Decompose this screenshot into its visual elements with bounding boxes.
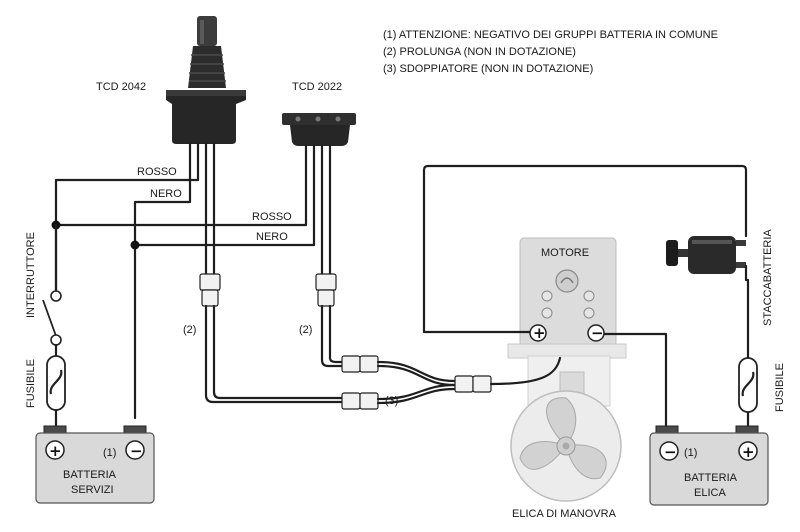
marker-extension-left: (2) <box>183 324 196 336</box>
motor-terminal-positive: + <box>529 324 547 342</box>
extension-cable-left <box>212 304 344 400</box>
svg-text:+: + <box>742 443 755 461</box>
note-3: (3) SDOPPIATORE (NON IN DOTAZIONE) <box>383 63 593 75</box>
joystick-tcd2042: TCD 2042 <box>96 16 246 144</box>
marker-extension-right: (2) <box>299 324 312 336</box>
propeller-blade <box>546 397 577 447</box>
motor-control-cable <box>489 356 562 386</box>
wire-switch-to-fuse <box>744 264 750 360</box>
propeller: ELICA DI MANOVRA <box>510 371 622 520</box>
motor-terminal-negative: − <box>587 324 605 342</box>
wire-motor-negative <box>594 332 668 430</box>
splitter-connector-lower <box>341 392 379 410</box>
battery-propeller-plus: + <box>738 441 758 461</box>
joystick-boot <box>188 46 226 88</box>
motor-bolt-icon <box>583 290 595 302</box>
wire-motor-positive <box>422 164 748 334</box>
propeller-blade <box>565 444 607 480</box>
propeller-label: ELICA DI MANOVRA <box>512 508 617 520</box>
label-fusibile-right: FUSIBILE <box>774 363 786 412</box>
battery-switch <box>666 236 746 274</box>
notes: (1) ATTENZIONE: NEGATIVO DEI GRUPPI BATT… <box>383 29 718 75</box>
battery-services-body <box>35 432 155 504</box>
extension-cable-right <box>320 304 344 368</box>
label-staccabatteria: STACCABATTERIA <box>762 229 774 326</box>
label-rosso-1: ROSSO <box>137 166 177 178</box>
battery-services-minus: − <box>125 440 145 460</box>
motor-bolt-icon <box>583 307 595 319</box>
splitter-cable <box>376 387 457 405</box>
svg-text:−: − <box>591 324 604 342</box>
label-interruttore: INTERRUTTORE <box>25 232 37 318</box>
battery-services-line1: BATTERIA <box>63 469 117 481</box>
battery-services: + − (1) BATTERIA SERVIZI <box>35 425 155 504</box>
interruttore-switch[interactable] <box>42 290 62 346</box>
battery-switch-body <box>688 236 736 274</box>
panel-body <box>290 125 350 146</box>
svg-text:+: + <box>49 442 62 460</box>
svg-text:+: + <box>533 324 546 342</box>
joystick-base <box>166 92 246 144</box>
splitter-cable <box>376 383 457 401</box>
extension-cable-right <box>328 304 344 364</box>
battery-propeller: − + (1) BATTERIA ELICA <box>649 425 769 506</box>
wire-rosso-panel <box>54 144 308 227</box>
battery-services-plus: + <box>45 440 65 460</box>
propeller-blade <box>519 441 567 470</box>
splitter-connector-upper <box>341 355 379 373</box>
label-rosso-2: ROSSO <box>252 211 292 223</box>
label-fusibile-left: FUSIBILE <box>25 359 37 408</box>
motor-unit: MOTORE <box>507 237 627 407</box>
splitter-cable <box>376 360 457 383</box>
marker-common-neg-right: (1) <box>684 447 697 459</box>
battery-propeller-line2: ELICA <box>694 487 726 499</box>
battery-propeller-minus: − <box>659 441 679 461</box>
note-2: (2) PROLUNGA (NON IN DOTAZIONE) <box>383 46 576 58</box>
splitter-cable <box>376 364 457 387</box>
label-nero-1: NERO <box>150 188 182 200</box>
motor-bolt-icon <box>541 290 553 302</box>
motor-bolt-icon <box>541 307 553 319</box>
note-1: (1) ATTENZIONE: NEGATIVO DEI GRUPPI BATT… <box>383 29 718 41</box>
fuse-left <box>46 355 66 411</box>
svg-text:−: − <box>664 443 677 461</box>
battery-propeller-line1: BATTERIA <box>684 472 738 484</box>
label-nero-2: NERO <box>256 231 288 243</box>
fuse-right <box>738 357 758 413</box>
panel-tcd2022: TCD 2022 <box>282 81 356 146</box>
svg-text:−: − <box>130 442 143 460</box>
quick-logo-icon <box>555 269 579 293</box>
extension-cable-left <box>204 304 344 404</box>
battery-switch-knob <box>666 240 678 266</box>
panel-label: TCD 2022 <box>292 81 342 93</box>
wire-nero-joystick <box>133 142 192 420</box>
splitter-joint-connector <box>454 375 492 393</box>
joystick-label: TCD 2042 <box>96 81 146 93</box>
extension-connector-left <box>199 273 221 307</box>
motor-title: MOTORE <box>541 247 589 259</box>
wire-nero-panel <box>133 144 316 247</box>
extension-connector-right <box>315 273 337 307</box>
junction-dot <box>130 240 140 250</box>
battery-services-line2: SERVIZI <box>71 484 114 496</box>
marker-common-neg-left: (1) <box>103 447 116 459</box>
